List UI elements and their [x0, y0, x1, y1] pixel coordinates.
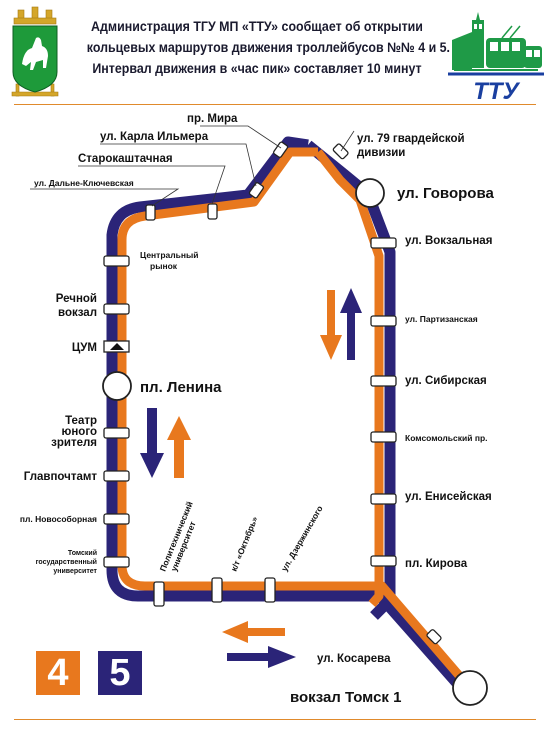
stop-kosareva-marker — [426, 629, 442, 645]
ttu-logo-icon: ТТУ — [448, 12, 544, 105]
stop-gvardeyskoy-marker — [332, 143, 349, 160]
label-novosobornaya: пл. Новособорная — [20, 514, 97, 524]
label-tgu-3: университет — [53, 568, 97, 575]
route-5-badge: 5 — [98, 651, 142, 695]
stop-glavpochtamt-marker — [103, 470, 130, 482]
label-teatr-2: юного — [62, 426, 97, 438]
east-direction-arrows — [320, 288, 362, 360]
ttu-logo-text: ТТУ — [473, 78, 520, 105]
stop-novosobornaya-marker — [103, 513, 130, 525]
stop-eniseyskaya-marker — [370, 493, 397, 505]
label-govorova: ул. Говорова — [397, 185, 494, 202]
stop-govorova-circle — [355, 178, 385, 208]
label-teatr-3: зрителя — [51, 437, 97, 449]
tomsk-crest-icon — [11, 6, 59, 97]
label-rechnoy-1: Речной — [56, 293, 97, 305]
stop-mira-marker — [273, 141, 289, 158]
label-tgu-2: государственный — [36, 558, 97, 566]
label-vokzalnaya: ул. Вокзальная — [405, 235, 492, 247]
header-line-3: Интервал движения в «час пик» составляет… — [92, 61, 422, 76]
stop-dalne-marker — [145, 204, 156, 221]
west-down-arrow-icon — [140, 408, 164, 478]
route-5-line-east — [304, 140, 396, 620]
stop-rechnoy-marker — [103, 303, 130, 315]
label-vokzal-tomsk: вокзал Томск 1 — [290, 689, 401, 706]
stop-kirova-marker — [370, 555, 397, 567]
label-teatr-1: Театр — [65, 415, 97, 427]
stop-markers — [103, 141, 442, 645]
label-tsentralny-2: рынок — [150, 261, 178, 271]
stop-oktyabr-marker — [211, 577, 223, 603]
bottom-divider — [14, 719, 536, 720]
tsum-arrow-icon — [110, 343, 124, 350]
east-down-arrow-icon — [320, 290, 342, 360]
label-tsum: ЦУМ — [72, 342, 97, 354]
label-eniseyskaya: ул. Енисейская — [405, 491, 492, 503]
label-kosareva: ул. Косарева — [317, 653, 391, 665]
label-dalne: ул. Дальне-Ключевская — [34, 178, 134, 188]
route-4-line — [117, 147, 467, 683]
stop-tgu-marker — [103, 556, 130, 568]
label-mira: пр. Мира — [187, 113, 238, 125]
label-starokashtachnaya: Старокаштачная — [78, 153, 173, 165]
label-ilmera: ул. Карла Ильмера — [100, 131, 209, 143]
stop-tsentralny-marker — [103, 255, 130, 267]
stop-dzerzhinskogo-marker — [264, 577, 276, 603]
label-kirova: пл. Кирова — [405, 558, 468, 570]
label-gvardeyskoy-1: ул. 79 гвардейской — [357, 133, 465, 145]
label-oktyabr: к/т «Октябрь» — [229, 515, 260, 573]
label-partizanskaya: ул. Партизанская — [405, 314, 478, 324]
label-dzerzhinskogo: ул. Дзержинского — [279, 504, 325, 573]
header-line-2: кольцевых маршрутов движения троллейбусо… — [86, 40, 451, 55]
west-up-arrow-icon — [167, 416, 191, 478]
stop-lenina-circle — [102, 371, 132, 401]
stop-komsomolsky-marker — [370, 431, 397, 443]
route-4-line-east — [314, 149, 384, 607]
label-lenina: пл. Ленина — [140, 379, 222, 396]
stop-ilmera-marker — [248, 182, 264, 199]
label-gvardeyskoy-2: дивизии — [357, 147, 405, 159]
east-up-arrow-icon — [340, 288, 362, 360]
stop-partizanskaya-marker — [370, 315, 397, 327]
stop-vokzalnaya-marker — [370, 237, 397, 249]
top-divider — [14, 104, 536, 105]
stop-vokzal-circle — [452, 670, 488, 706]
header-line-1: Администрация ТГУ МП «ТТУ» сообщает об о… — [91, 19, 423, 34]
label-sibirskaya: ул. Сибирская — [405, 375, 487, 387]
stop-starokashtachnaya-marker — [207, 203, 218, 220]
label-glavpochtamt: Главпочтамт — [24, 471, 98, 483]
label-komsomolsky: Комсомольский пр. — [405, 433, 488, 443]
announcement-header: Администрация ТГУ МП «ТТУ» сообщает об о… — [72, 16, 451, 79]
stop-politeh-marker — [153, 581, 165, 607]
west-direction-arrows — [140, 408, 191, 478]
south-left-arrow-icon — [222, 621, 285, 643]
label-rechnoy-2: вокзал — [58, 307, 97, 319]
route-5-line — [106, 136, 468, 694]
route-4-badge: 4 — [36, 651, 80, 695]
label-tsentralny-1: Центральный — [140, 250, 199, 260]
south-right-arrow-icon — [227, 646, 296, 668]
label-leader-lines — [30, 125, 355, 207]
stop-sibirskaya-marker — [370, 375, 397, 387]
south-direction-arrows — [222, 621, 296, 668]
stop-teatr-marker — [103, 427, 130, 439]
label-tgu-1: Томский — [68, 549, 97, 557]
